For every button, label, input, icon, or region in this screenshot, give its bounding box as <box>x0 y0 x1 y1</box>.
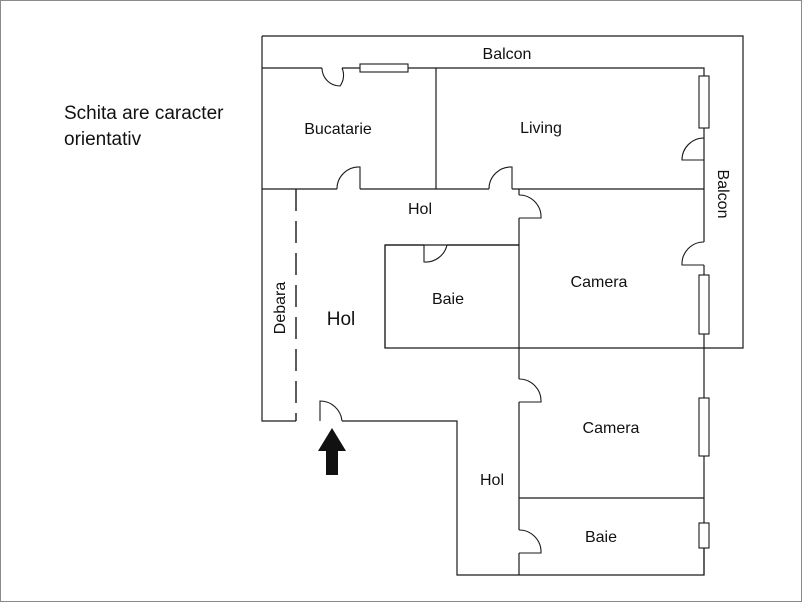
disclaimer-note: Schita are caracter orientativ <box>64 101 223 153</box>
label-balcon-top: Balcon <box>483 46 532 63</box>
disclaimer-line-2: orientativ <box>64 129 142 150</box>
label-living: Living <box>520 120 562 137</box>
door-camera-1-balcon <box>681 241 705 266</box>
label-bucatarie: Bucatarie <box>304 121 372 138</box>
door-living <box>488 166 513 190</box>
doors <box>319 67 705 554</box>
window-living <box>698 75 710 129</box>
windows <box>359 63 710 549</box>
label-hol-bottom: Hol <box>480 472 504 489</box>
door-baie-2 <box>518 529 542 554</box>
door-camera-1 <box>518 194 542 219</box>
door-entrance <box>319 400 343 422</box>
label-balcon-right: Balcon <box>714 170 731 219</box>
door-bucatarie <box>336 166 361 190</box>
walls <box>261 35 744 576</box>
door-baie-1 <box>423 244 448 263</box>
window-baie-2 <box>698 522 710 549</box>
label-hol-main: Hol <box>327 309 356 330</box>
label-camera-2: Camera <box>583 420 640 437</box>
label-debara: Debara <box>272 282 289 335</box>
arrow-up-icon <box>318 428 346 475</box>
room-labels: Balcon Bucatarie Living Hol Balcon Debar… <box>272 46 731 546</box>
door-bucatarie-balcon <box>321 67 345 87</box>
door-camera-2 <box>518 378 542 403</box>
label-baie-2: Baie <box>585 529 617 546</box>
window-camera-1 <box>698 274 710 335</box>
label-baie-1: Baie <box>432 291 464 308</box>
door-living-balcon <box>681 137 705 161</box>
window-camera-2 <box>698 397 710 457</box>
label-hol-top: Hol <box>408 201 432 218</box>
window-bucatarie <box>359 63 409 73</box>
disclaimer-line-1: Schita are caracter <box>64 103 224 124</box>
label-camera-1: Camera <box>571 274 628 291</box>
